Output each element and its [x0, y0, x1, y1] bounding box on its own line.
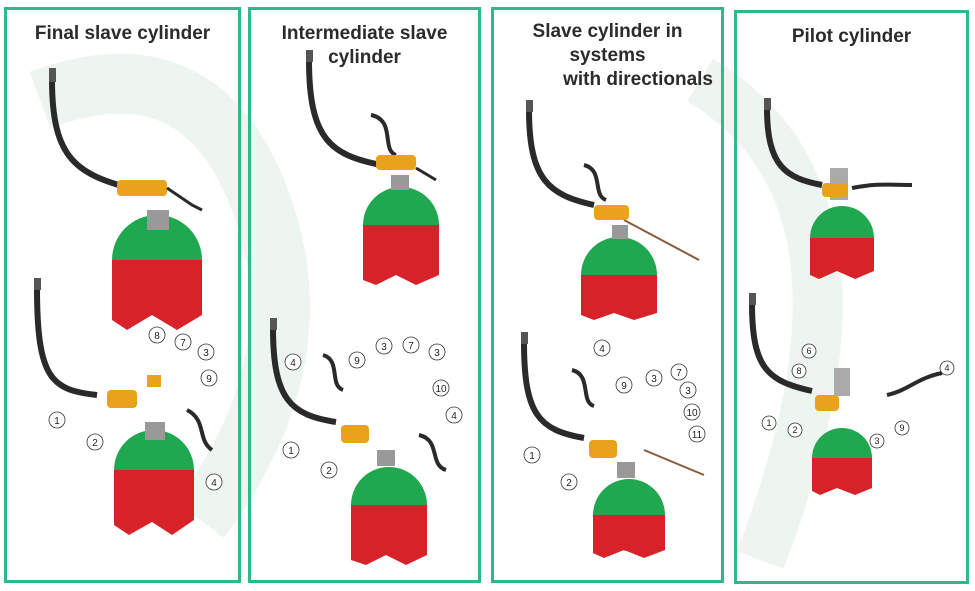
callout-10: 10 — [686, 408, 698, 419]
assembly-drawing: 1 2 4 9 3 7 3 10 11 — [521, 100, 706, 558]
panel-title: Intermediate slave cylinder — [281, 23, 448, 68]
callout-9: 9 — [899, 423, 904, 433]
callout-1: 1 — [766, 418, 771, 428]
callout-8: 8 — [154, 331, 160, 342]
callout-4: 4 — [290, 358, 296, 369]
callout-9: 9 — [621, 381, 627, 392]
callout-1: 1 — [529, 451, 535, 462]
callout-1: 1 — [54, 416, 60, 427]
panel-pilot-cylinder: Pilot cylinder 1 2 3 9 4 6 8 — [734, 10, 969, 584]
panel-intermediate-slave-cylinder: Intermediate slave cylinder 1 2 4 9 3 7 — [248, 7, 481, 583]
panel-slave-cylinder-directionals: Slave cylinder in systems with direction… — [491, 7, 724, 583]
callout-8: 8 — [796, 366, 801, 376]
callout-4: 4 — [944, 363, 949, 373]
assembly-drawing: 1 2 4 9 3 7 3 10 4 — [270, 50, 463, 565]
callout-9: 9 — [206, 374, 212, 385]
callout-7: 7 — [180, 338, 186, 349]
callout-7: 7 — [676, 368, 682, 379]
callout-6: 6 — [806, 346, 811, 356]
callout-2: 2 — [566, 478, 572, 489]
callout-1: 1 — [288, 446, 294, 457]
panel-final-slave-cylinder: Final slave cylinder 1 2 8 7 3 — [4, 7, 241, 583]
callout-7: 7 — [408, 341, 414, 352]
callout-9: 9 — [354, 356, 360, 367]
callout-3b: 3 — [434, 348, 440, 359]
callout-2: 2 — [792, 425, 797, 435]
callout-3b: 3 — [685, 386, 691, 397]
callout-2: 2 — [326, 466, 332, 477]
callout-3: 3 — [651, 374, 657, 385]
callout-4: 4 — [599, 344, 605, 355]
assembly-drawing: 1 2 3 9 4 6 8 — [749, 98, 955, 495]
panel-title: Slave cylinder in systems with direction… — [532, 21, 713, 90]
callout-2: 2 — [92, 438, 98, 449]
callout-3: 3 — [203, 348, 209, 359]
panel-title: Pilot cylinder — [791, 26, 912, 47]
assembly-drawing: 1 2 8 7 3 9 4 — [34, 68, 223, 535]
callout-11: 11 — [692, 430, 703, 441]
panel-title: Final slave cylinder — [34, 23, 211, 44]
callout-4b: 4 — [451, 411, 457, 422]
callout-4: 4 — [211, 478, 217, 489]
callout-10: 10 — [435, 384, 447, 395]
callout-3: 3 — [874, 436, 879, 446]
callout-3: 3 — [381, 342, 387, 353]
